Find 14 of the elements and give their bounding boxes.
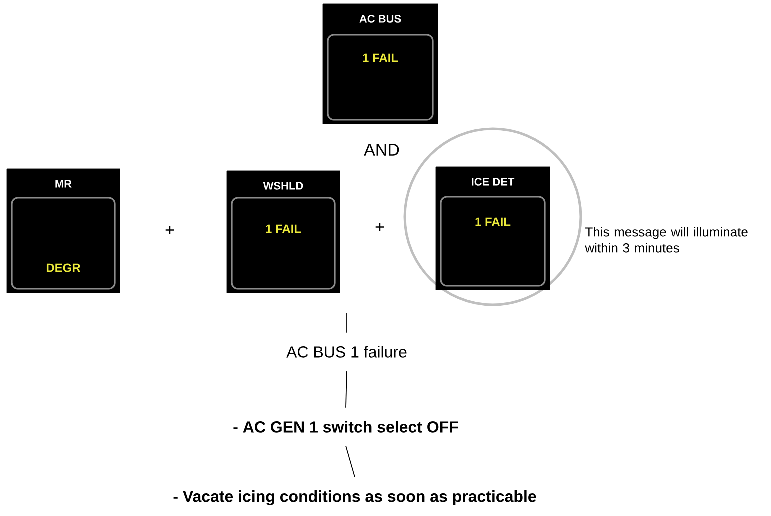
- action-text: - Vacate icing conditions as soon as practicable: [174, 490, 536, 506]
- status-text: AC BUS 1 failure: [286, 346, 407, 358]
- plus-sign: +: [376, 223, 384, 232]
- caution-panel: AC BUS 1 FAIL: [322, 4, 438, 124]
- caution-panel: ICE DET 1 FAIL: [436, 166, 550, 290]
- action-text: - AC GEN 1 switch select OFF: [234, 421, 458, 433]
- caution-panel: MR DEGR: [6, 168, 120, 294]
- plus-sign: +: [166, 226, 174, 234]
- connector-line: [346, 312, 348, 334]
- note-text: This message will illuminate within 3 minutes: [585, 227, 748, 253]
- connector-word: AND: [364, 144, 400, 156]
- connector-line: [346, 370, 348, 408]
- caution-panel: WSHLD 1 FAIL: [226, 170, 340, 294]
- connector-line: [346, 446, 356, 478]
